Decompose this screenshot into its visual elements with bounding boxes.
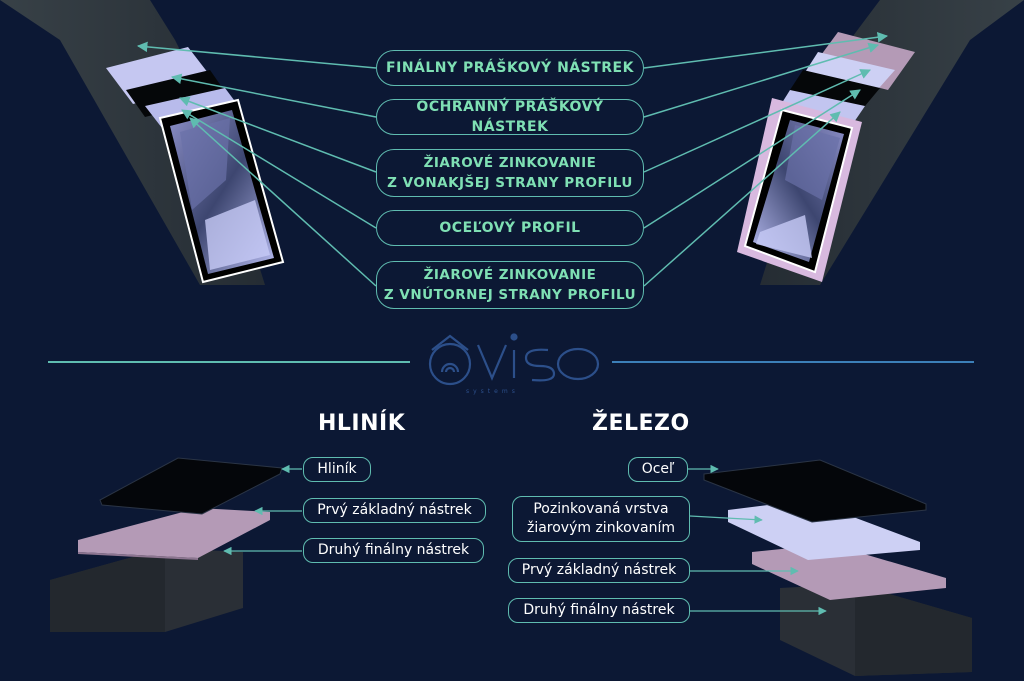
label-galvanized-layer: Pozinkovaná vrstva žiarovým zinkovaním — [512, 496, 690, 542]
iron-steel — [703, 459, 927, 523]
heading-aluminium: HLINÍK — [318, 411, 406, 436]
top-connector-lines — [136, 32, 889, 287]
aluminium-layer-stack — [50, 457, 283, 632]
viso-logo-icon — [428, 333, 600, 386]
right-galvanized-outer-layer — [786, 70, 880, 112]
label-galvanizing-inner: ŽIAROVÉ ZINKOVANIE Z VNÚTORNEJ STRANY PR… — [376, 261, 644, 309]
label-iron-second-coat: Druhý finálny nástrek — [508, 598, 690, 623]
label-aluminium: Hliník — [303, 457, 371, 482]
iron-galvanized-layer — [728, 500, 920, 560]
label-aluminium-first-coat: Prvý základný nástrek — [303, 498, 486, 523]
label-aluminium-second-coat: Druhý finálny nástrek — [303, 538, 484, 563]
left-profile-beam — [0, 0, 285, 285]
aluminium-second-coat — [78, 508, 270, 558]
label-steel: Oceľ — [628, 457, 688, 482]
right-profile-beam — [737, 0, 1024, 285]
brand-subtitle: systems — [466, 388, 519, 395]
label-final-powder-coat: FINÁLNY PRÁŠKOVÝ NÁSTREK — [376, 50, 644, 86]
aluminium-metal — [99, 457, 283, 515]
bottom-connector-lines — [223, 464, 827, 616]
label-steel-profile: OCEĽOVÝ PROFIL — [376, 210, 644, 246]
label-protective-powder-coat: OCHRANNÝ PRÁŠKOVÝ NÁSTREK — [376, 99, 644, 135]
heading-iron: ŽELEZO — [592, 411, 690, 436]
label-galvanizing-outer: ŽIAROVÉ ZINKOVANIE Z VONAKJŠEJ STRANY PR… — [376, 149, 644, 197]
iron-layer-stack — [703, 459, 972, 676]
iron-second-coat — [752, 544, 946, 600]
label-iron-first-coat: Prvý základný nástrek — [508, 558, 690, 583]
